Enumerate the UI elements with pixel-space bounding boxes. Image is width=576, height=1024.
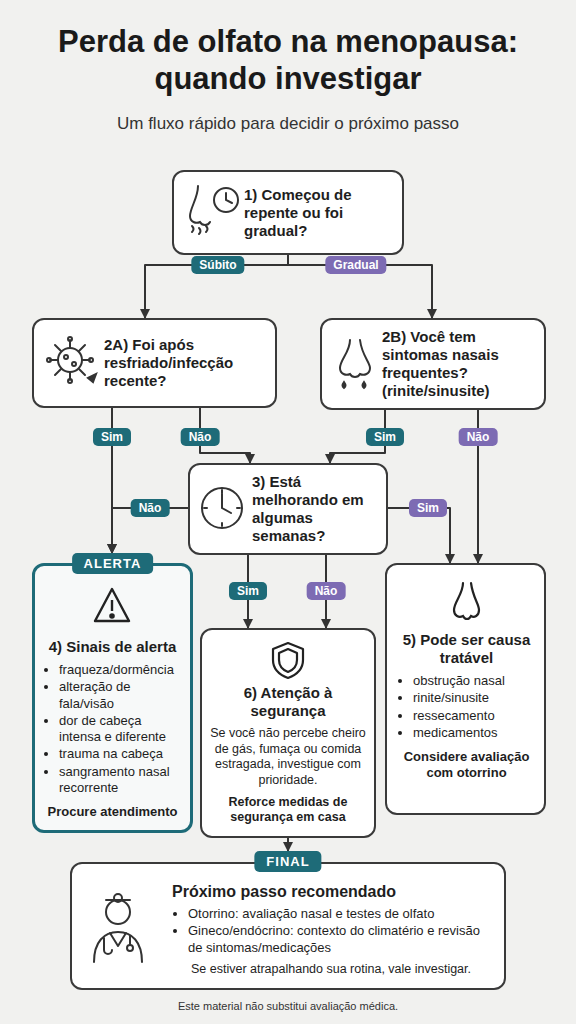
edge-label: Sim (366, 428, 404, 446)
nose-icon (449, 580, 483, 626)
shield-icon (270, 640, 306, 680)
clock-icon (198, 484, 246, 532)
edge-label: Não (181, 428, 220, 446)
edge-label: Não (307, 582, 346, 600)
connector (145, 255, 288, 318)
edge-label: Sim (229, 582, 267, 600)
connector (287, 838, 289, 851)
bullet-item: dor de cabeça intensa e diferente (59, 713, 182, 746)
virus-icon (44, 334, 100, 390)
question-text: 2B) Você tem sintomas nasais frequentes?… (382, 328, 536, 400)
bullet-item: Gineco/endócrino: contexto do climatério… (188, 923, 490, 956)
edge-label: Não (459, 428, 498, 446)
subtitle: Um fluxo rápido para decidir o próximo p… (8, 114, 568, 134)
doctor-icon (86, 886, 150, 966)
question-text: 1) Começou de repente ou foi gradual? (244, 186, 392, 240)
node-text: Procure atendimento (43, 804, 182, 820)
question-box: 3) Está melhorando em algumas semanas? (188, 463, 388, 555)
node-text: 4) Sinais de alerta (43, 638, 182, 656)
node-text: Se você não percebe cheiro de gás, fumaç… (210, 726, 366, 789)
question-box: 1) Começou de repente ou foi gradual? (172, 170, 404, 255)
bullet-list: Otorrino: avaliação nasal e testes de ol… (172, 906, 490, 956)
tab-label: ALERTA (72, 553, 154, 574)
treatable-box: 5) Pode ser causa tratável obstrução nasa… (385, 563, 546, 815)
bullet-item: alteração de fala/visão (59, 679, 182, 712)
nose-clock-icon (184, 182, 242, 240)
warning-icon (92, 586, 132, 624)
node-text: Próximo passo recomendado (172, 882, 490, 901)
safety-box: 6) Atenção à segurança Se você não perceb… (200, 628, 376, 838)
connector (288, 255, 432, 318)
node-text: Se estiver atrapalhando sua rotina, vale… (172, 962, 490, 978)
bullet-item: rinite/sinusite (413, 690, 536, 706)
node-text: Reforce medidas de segurança em casa (210, 795, 366, 826)
edge-label: Não (131, 499, 170, 517)
bullet-item: sangramento nasal recorrente (59, 764, 182, 797)
question-text: 3) Está melhorando em algumas semanas? (252, 473, 378, 545)
bullet-list: obstrução nasalrinite/sinusite ressecamen… (397, 673, 536, 741)
bullet-item: Otorrino: avaliação nasal e testes de ol… (188, 906, 490, 922)
edge-label: Súbito (191, 256, 244, 274)
diagram-title: Perda de olfato na menopausa: quando inv… (8, 24, 568, 97)
bullet-item: ressecamento (413, 708, 536, 724)
node-text: 6) Atenção à segurança (210, 684, 366, 720)
question-box: 2A) Foi após resfriado/infecção recente? (32, 318, 277, 408)
question-text: 2A) Foi após resfriado/infecção recente? (104, 336, 267, 390)
edge-label: Sim (409, 499, 447, 517)
edge-label: Sim (93, 428, 131, 446)
caption: Este material não substitui avaliação mé… (8, 1000, 568, 1012)
bullet-list: fraqueza/dormênciaalteração de fala/visã… (43, 662, 182, 796)
bullet-item: fraqueza/dormência (59, 662, 182, 678)
bullet-item: trauma na cabeça (59, 746, 182, 762)
bullet-item: medicamentos (413, 725, 536, 741)
final-box: FINALPróximo passo recomendadoOtorrino: … (70, 862, 506, 990)
question-box: 2B) Você tem sintomas nasais frequentes?… (320, 318, 546, 410)
tab-label: FINAL (254, 851, 321, 872)
node-text: Considere avaliação com otorrino (397, 749, 536, 782)
nose-drops-icon (332, 336, 378, 392)
bullet-item: obstrução nasal (413, 673, 536, 689)
node-text: 5) Pode ser causa tratável (397, 631, 536, 667)
edge-label: Gradual (325, 256, 386, 274)
